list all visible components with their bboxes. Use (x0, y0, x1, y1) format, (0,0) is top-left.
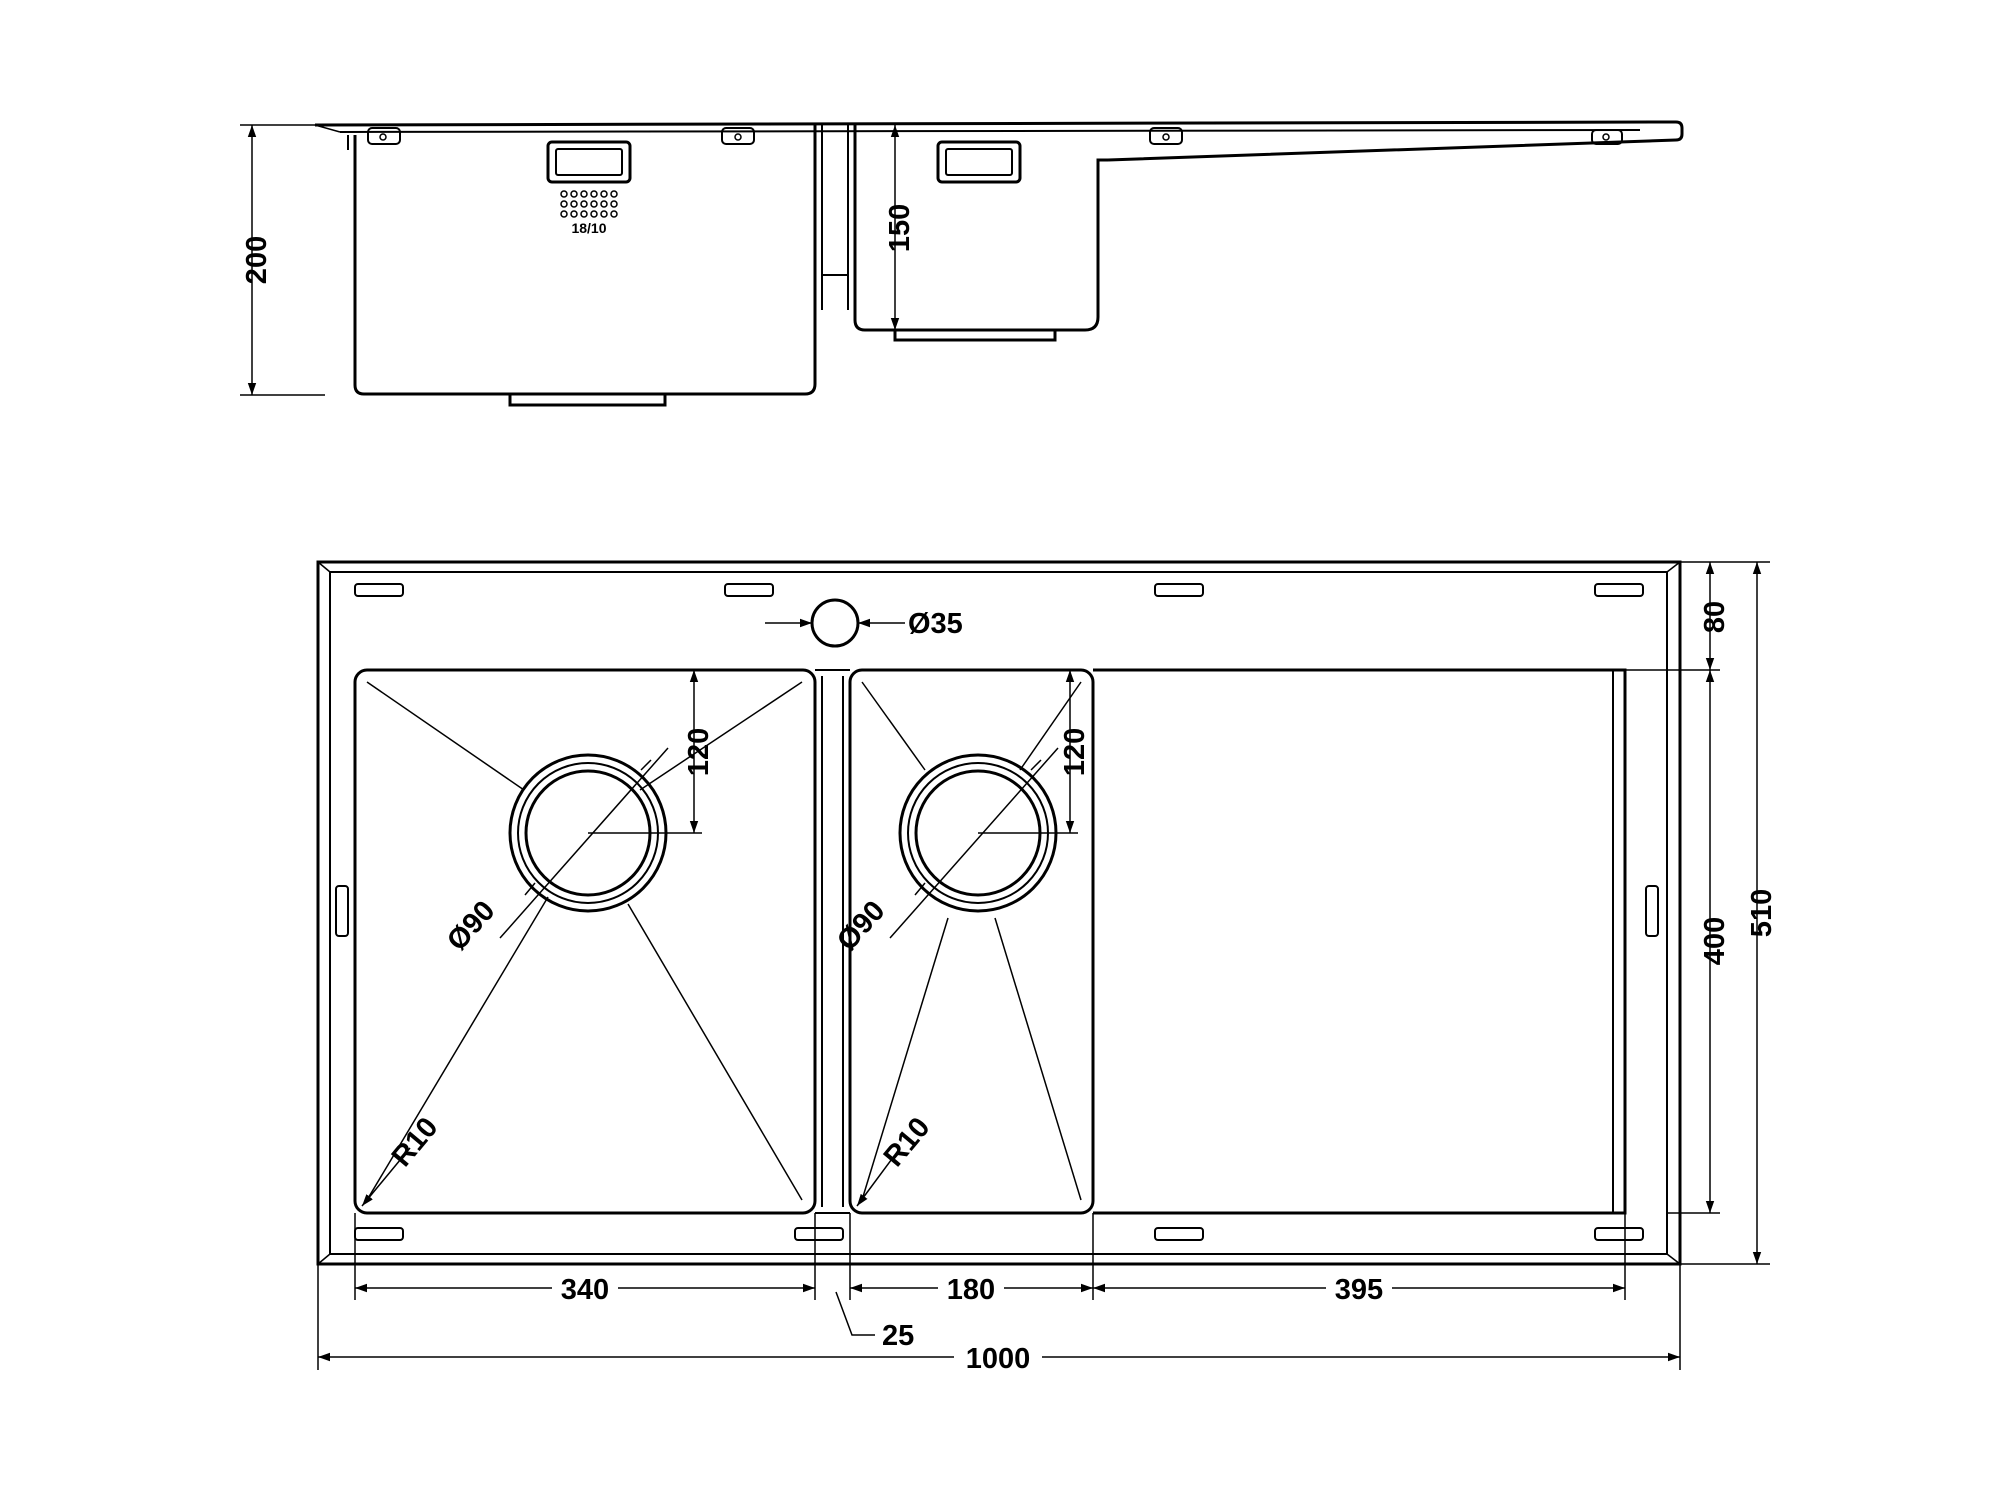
dim-150-label: 150 (884, 204, 916, 252)
small-bowl-fold-br (994, 917, 1082, 1201)
side-clip-2-hole (734, 133, 742, 141)
dim-395-label: 395 (1335, 1274, 1383, 1306)
large-bowl-fold-br (627, 903, 803, 1201)
side-overflow-large (546, 140, 632, 184)
side-small-bowl (853, 125, 1108, 332)
top-view: Ø35 Ø90 Ø90 (316, 560, 1778, 1375)
large-bowl-fold-tr (639, 681, 803, 791)
dim-120-left-label: 120 (683, 728, 715, 776)
dim-r10-left-leader (361, 1147, 411, 1207)
dim-1000-label: 1000 (966, 1343, 1031, 1375)
dim-400-label: 400 (1699, 917, 1731, 965)
large-bowl-fold-bl (366, 896, 549, 1201)
clip-slot-bottom-3 (1154, 1227, 1204, 1241)
clip-slot-right (1645, 885, 1659, 937)
large-bowl (353, 668, 817, 1215)
side-small-waste (893, 330, 1057, 342)
side-view: 18/10 200 150 (240, 120, 1684, 407)
dim-25-leader (835, 1291, 875, 1336)
side-overflow-large-inner (555, 148, 623, 176)
dim-120-right-label: 120 (1059, 728, 1091, 776)
dim-dia-right-line (889, 747, 1059, 939)
overflow-perforation (560, 190, 618, 218)
side-flange-inner (339, 129, 1641, 133)
dim-dia-left-line (499, 747, 669, 939)
dim-80-label: 80 (1699, 601, 1731, 633)
side-clip-4-hole (1602, 133, 1610, 141)
dim-200-label: 200 (241, 236, 273, 284)
dim-25-label: 25 (882, 1320, 914, 1352)
drainer (1093, 668, 1627, 1215)
clip-slot-top-3 (1154, 583, 1204, 597)
side-overflow-small-inner (945, 148, 1013, 176)
side-clip-3 (1149, 127, 1183, 145)
clip-slot-top-2 (724, 583, 774, 597)
clip-slot-bottom-2 (794, 1227, 844, 1241)
clip-slot-top-1 (354, 583, 404, 597)
clip-slot-left (335, 885, 349, 937)
side-clip-1 (367, 127, 401, 145)
dim-340-label: 340 (561, 1274, 609, 1306)
side-flange-edge-left (314, 124, 341, 133)
side-clip-1-hole (379, 133, 387, 141)
small-bowl-fold-bl (861, 917, 949, 1201)
side-clip-2 (721, 127, 755, 145)
rim-inner (329, 571, 1668, 1255)
side-clip-3-hole (1162, 133, 1170, 141)
dim-tap-label: Ø35 (908, 608, 963, 640)
rim-outer (316, 560, 1682, 1266)
dim-dia-left-label: Ø90 (441, 895, 501, 957)
dim-510-label: 510 (1746, 889, 1778, 937)
side-flange (314, 120, 1684, 162)
side-overflow-small (936, 140, 1022, 184)
dim-180-label: 180 (947, 1274, 995, 1306)
clip-slot-top-4 (1594, 583, 1644, 597)
large-bowl-fold-tl (366, 681, 525, 791)
clip-slot-bottom-4 (1594, 1227, 1644, 1241)
clip-slot-bottom-1 (354, 1227, 404, 1241)
small-bowl-fold-tl (861, 681, 926, 771)
side-large-waste (508, 394, 667, 407)
overflow-marking: 18/10 (571, 220, 606, 236)
tap-hole (810, 598, 860, 648)
small-bowl (848, 668, 1095, 1215)
dim-dia-right-label: Ø90 (831, 895, 891, 957)
side-clip-4 (1591, 129, 1623, 145)
side-large-bowl (353, 125, 817, 396)
dim-r10-right-leader (856, 1147, 901, 1207)
dim-r10-left-label: R10 (386, 1112, 445, 1173)
